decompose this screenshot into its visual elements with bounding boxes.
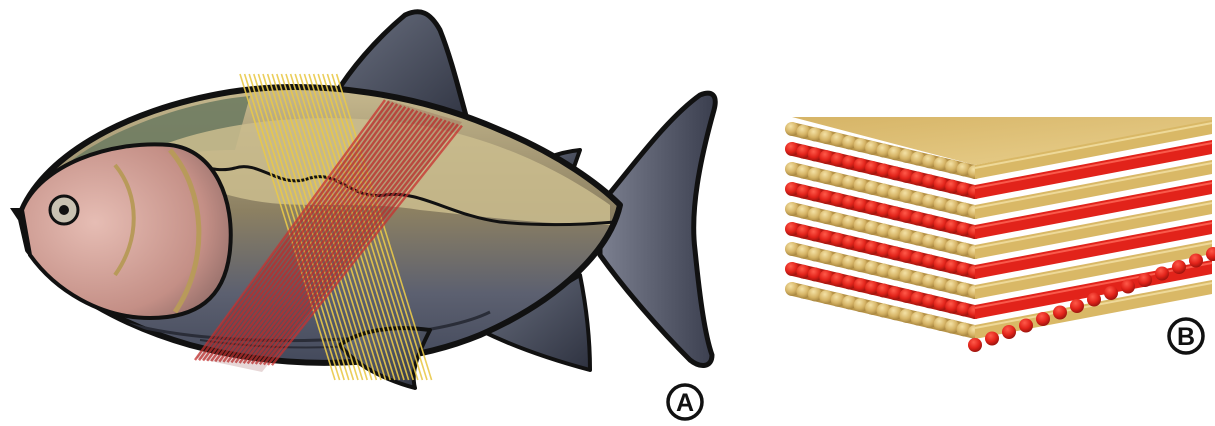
- fiber-end: [1087, 293, 1101, 307]
- fiber-end: [1189, 254, 1203, 268]
- label-a-badge: A: [668, 385, 702, 419]
- fiber-end: [1121, 280, 1135, 294]
- fish-pupil: [59, 205, 69, 215]
- fiber-end: [1019, 319, 1033, 333]
- fiber-end: [1036, 312, 1050, 326]
- caudal-fin: [600, 93, 715, 365]
- label-b-badge: B: [1169, 319, 1203, 353]
- panel-a-fish: A: [10, 12, 715, 419]
- label-b-text: B: [1177, 323, 1195, 351]
- fiber-end: [1070, 299, 1084, 313]
- fiber-end: [985, 332, 999, 346]
- fiber-end: [1138, 273, 1152, 287]
- fiber-end: [1002, 325, 1016, 339]
- fiber-end: [968, 338, 982, 352]
- fiber-end: [1104, 286, 1118, 300]
- fiber-end: [1053, 306, 1067, 320]
- label-a-text: A: [676, 389, 694, 417]
- fiber-end: [1172, 260, 1186, 274]
- fiber-end: [1155, 267, 1169, 281]
- panel-b-laminate: B: [785, 117, 1215, 353]
